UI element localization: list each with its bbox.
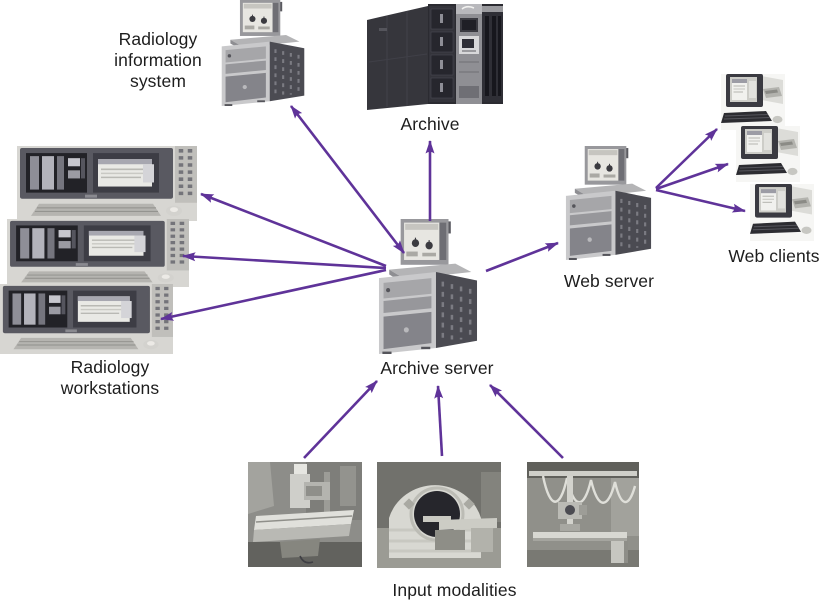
arrow-archive-server-to-workstation-2 [182, 252, 387, 270]
arrow-web-server-to-client-2 [655, 162, 729, 191]
archive-image [365, 2, 505, 112]
arrow-archive-server-to-web-server [485, 241, 559, 273]
web-clients-label: Web clients [728, 246, 820, 266]
arrow-web-server-to-client-3 [655, 188, 746, 213]
input-modality-1-xray-image [248, 462, 362, 567]
arrow-modality-2-to-archive-server [434, 385, 444, 457]
radiology-workstation-3-image [0, 284, 173, 354]
radiology-workstations-label: Radiology workstations [60, 357, 160, 398]
web-client-1-image [721, 74, 785, 130]
web-client-2-image [736, 126, 800, 182]
archive-server-image [371, 219, 485, 354]
arrow-web-server-to-client-1 [655, 128, 718, 189]
arrow-archive-server-to-workstation-1 [200, 192, 387, 268]
radiology-workstation-2-image [7, 219, 189, 287]
web-server-image [559, 146, 658, 260]
arrow-modality-3-to-archive-server [489, 384, 564, 459]
radiology-information-system-label: Radiology information system [114, 29, 202, 91]
input-modality-2-mri-image [377, 462, 501, 568]
archive-label: Archive [400, 114, 460, 134]
radiology-information-system-image [215, 0, 311, 106]
arrow-modality-1-to-archive-server [303, 380, 378, 459]
input-modalities-label: Input modalities [392, 580, 517, 600]
arrow-archive-server-to-workstation-3 [160, 268, 387, 321]
input-modality-3-radiography-image [527, 462, 639, 567]
archive-server-label: Archive server [380, 358, 494, 378]
web-server-label: Web server [563, 271, 655, 291]
web-client-3-image [750, 184, 814, 241]
radiology-workstation-1-image [17, 146, 197, 221]
